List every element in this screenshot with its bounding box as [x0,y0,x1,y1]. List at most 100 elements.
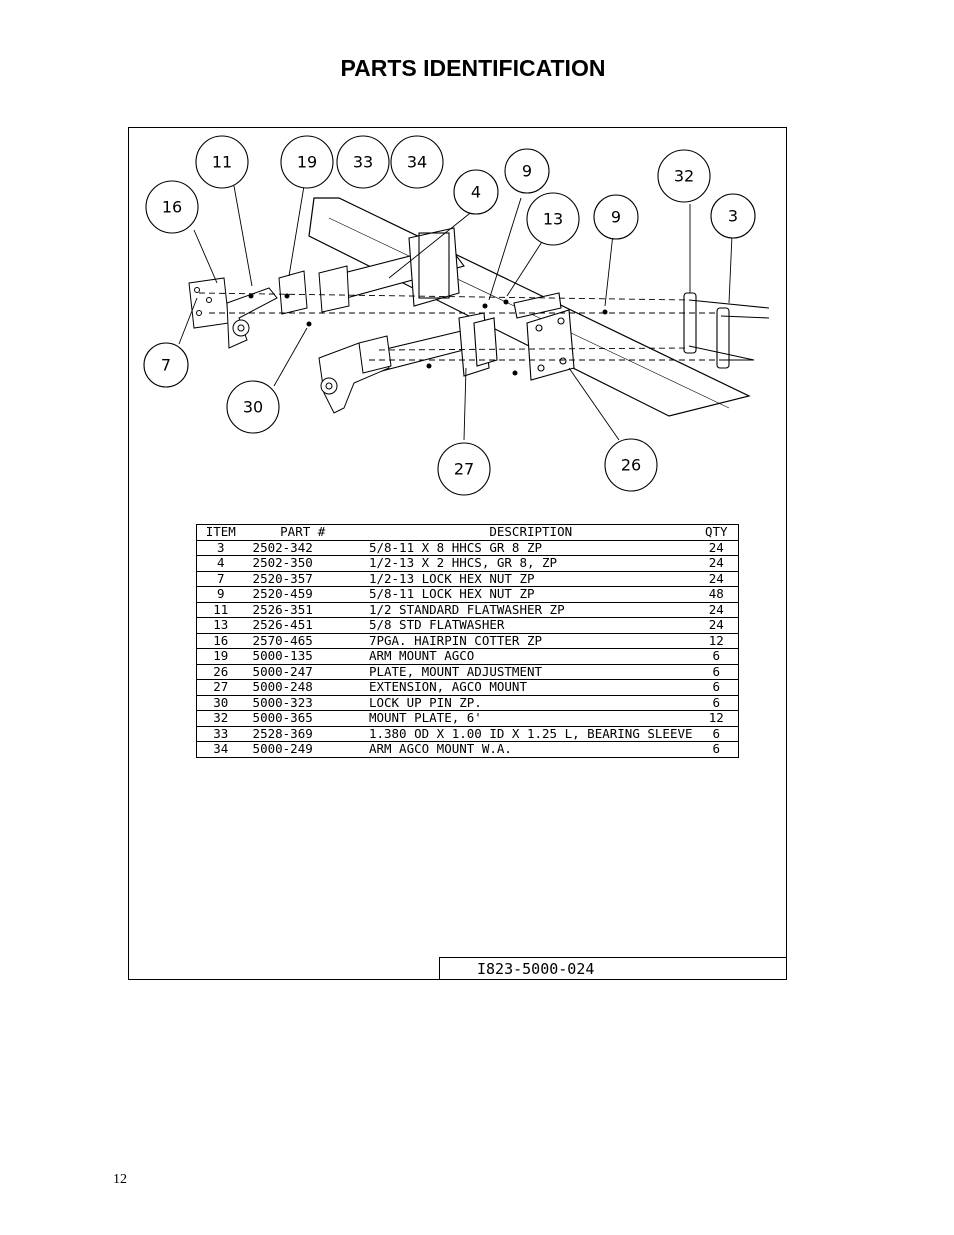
cell-qty: 6 [694,695,739,711]
cell-item: 9 [196,586,245,603]
cell-description: 5/8 STD FLATWASHER [362,617,695,634]
cell-description: EXTENSION, AGCO MOUNT [362,679,695,696]
cell-description: ARM MOUNT AGCO [362,648,695,665]
svg-text:9: 9 [522,162,532,181]
fasteners [248,293,608,376]
cell-description: ARM AGCO MOUNT W.A. [362,741,695,758]
cell-part: 5000-323 [244,695,363,711]
svg-text:7: 7 [161,356,171,375]
svg-text:16: 16 [162,198,182,217]
u-bolt-mount-plates [683,292,770,369]
svg-text:32: 32 [674,167,694,186]
parts-table-header: ITEM PART # DESCRIPTION QTY [196,524,739,541]
header-qty: QTY [694,524,739,541]
cell-part: 2526-351 [244,602,363,618]
cell-part: 2528-369 [244,726,363,742]
header-part: PART # [244,524,363,541]
arm-mount-upper [188,265,350,349]
cell-part: 2526-451 [244,617,363,634]
cell-qty: 6 [694,679,739,696]
svg-text:34: 34 [407,153,427,172]
cell-description: 1/2-13 X 2 HHCS, GR 8, ZP [362,555,695,572]
cell-item: 32 [196,710,245,727]
cell-item: 4 [196,555,245,572]
callout-33: 33 [336,135,390,189]
cell-part: 2520-357 [244,571,363,587]
cell-item: 11 [196,602,245,618]
cell-part: 5000-365 [244,710,363,727]
cell-description: 1.380 OD X 1.00 ID X 1.25 L, BEARING SLE… [362,726,695,742]
cell-item: 27 [196,679,245,696]
title-block: I823-5000-024 [439,957,786,980]
exploded-assembly-drawing: 11 19 33 34 16 4 9 13 9 32 3 [143,135,770,496]
cell-qty: 6 [694,648,739,665]
assembly-centerlines [198,292,729,361]
drawing-frame: 11 19 33 34 16 4 9 13 9 32 3 [128,127,787,980]
cell-description: 1/2-13 LOCK HEX NUT ZP [362,571,695,587]
svg-text:33: 33 [353,153,373,172]
svg-text:4: 4 [471,183,481,202]
cell-part: 2520-459 [244,586,363,603]
page-number: 12 [113,1172,127,1187]
adjustment-plate-26 [513,292,575,381]
svg-text:26: 26 [621,456,641,475]
svg-text:19: 19 [297,153,317,172]
cell-part: 5000-249 [244,741,363,758]
cell-qty: 12 [694,710,739,727]
upper-extension-tube [323,227,465,307]
cell-description: 7PGA. HAIRPIN COTTER ZP [362,633,695,649]
cell-item: 19 [196,648,245,665]
cell-part: 5000-247 [244,664,363,680]
cell-qty: 24 [694,602,739,618]
svg-text:13: 13 [543,210,563,229]
header-item: ITEM [196,524,245,541]
callout-9-upper: 9 [504,148,550,194]
callout-9-right: 9 [593,194,639,240]
cell-part: 5000-135 [244,648,363,665]
cell-qty: 24 [694,555,739,572]
arm-mount-lower [318,335,392,414]
drawing-number: I823-5000-024 [477,960,595,978]
cell-part: 2570-465 [244,633,363,649]
callout-16: 16 [145,180,199,234]
callout-11: 11 [195,135,249,189]
cell-part: 5000-248 [244,679,363,696]
cell-description: 1/2 STANDARD FLATWASHER ZP [362,602,695,618]
svg-text:30: 30 [243,398,263,417]
cell-item: 30 [196,695,245,711]
callout-30: 30 [226,380,280,434]
cell-item: 26 [196,664,245,680]
callout-4: 4 [453,169,499,215]
cell-qty: 24 [694,540,739,556]
cell-item: 7 [196,571,245,587]
cell-item: 34 [196,741,245,758]
callout-3: 3 [710,193,756,239]
cell-qty: 24 [694,617,739,634]
cell-item: 3 [196,540,245,556]
callout-32: 32 [657,149,711,203]
cell-qty: 6 [694,741,739,758]
callout-26: 26 [604,438,658,492]
svg-text:27: 27 [454,460,474,479]
callout-7: 7 [143,342,189,388]
cell-qty: 12 [694,633,739,649]
cell-description: LOCK UP PIN ZP. [362,695,695,711]
cell-item: 33 [196,726,245,742]
cell-part: 2502-342 [244,540,363,556]
cell-description: PLATE, MOUNT ADJUSTMENT [362,664,695,680]
cell-description: MOUNT PLATE, 6' [362,710,695,727]
callout-34: 34 [390,135,444,189]
